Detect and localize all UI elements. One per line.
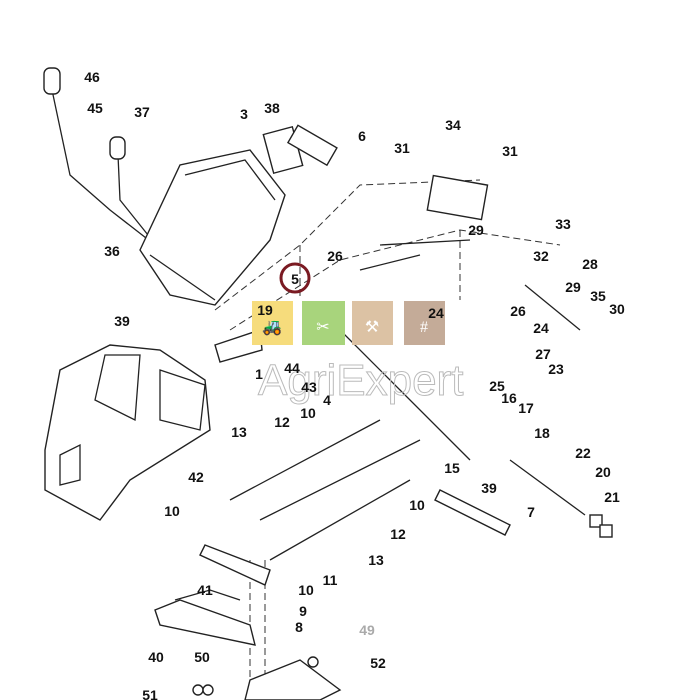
part-label[interactable]: 44 [284, 360, 300, 376]
part-label[interactable]: 13 [368, 552, 384, 568]
part-label[interactable]: 39 [481, 480, 497, 496]
part-label[interactable]: 38 [264, 100, 280, 116]
category-badges: 🚜 ✂ ⚒ # [252, 301, 445, 345]
part-label[interactable]: 11 [323, 572, 338, 588]
highlighted-part-5[interactable]: 5 [279, 262, 311, 294]
part-label[interactable]: 7 [527, 504, 535, 520]
part-label[interactable]: 41 [197, 582, 213, 598]
part-label[interactable]: 16 [501, 390, 517, 406]
tools-tan-icon: ⚒ [365, 319, 379, 336]
part-label[interactable]: 30 [609, 301, 625, 317]
part-label[interactable]: 26 [510, 303, 526, 319]
part-labels: 46 45 37 3 38 6 34 31 31 36 33 29 32 26 … [84, 69, 625, 700]
part-label[interactable]: 32 [533, 248, 549, 264]
linkage-arms [154, 544, 342, 700]
part-label[interactable]: 15 [444, 460, 460, 476]
part-label[interactable]: 25 [489, 378, 505, 394]
part-label[interactable]: 20 [595, 464, 611, 480]
part-label[interactable]: 18 [534, 425, 550, 441]
tractor-icon: 🚜 [262, 319, 282, 336]
part-label[interactable]: 22 [575, 445, 591, 461]
console-cover [44, 344, 211, 521]
part-label[interactable]: 42 [188, 469, 204, 485]
part-label[interactable]: 9 [299, 603, 307, 619]
part-label[interactable]: 43 [301, 379, 317, 395]
part-label[interactable]: 31 [394, 140, 410, 156]
watermark: AgriExpert [258, 356, 463, 405]
part-label[interactable]: 27 [535, 346, 551, 362]
part-label[interactable]: 10 [298, 582, 314, 598]
badge-fence[interactable]: # [404, 301, 445, 345]
part-label[interactable]: 4 [323, 392, 331, 408]
part-label[interactable]: 12 [274, 414, 290, 430]
part-label[interactable]: 35 [590, 288, 606, 304]
fence-icon: # [420, 319, 428, 336]
part-label[interactable]: 10 [300, 405, 316, 421]
gear-levers [43, 67, 161, 251]
part-label[interactable]: 3 [240, 106, 248, 122]
part-label[interactable]: 24 [428, 305, 444, 321]
part-label[interactable]: 6 [358, 128, 366, 144]
badge-tools-tan[interactable]: ⚒ [352, 301, 393, 345]
part-label[interactable]: 8 [295, 619, 303, 635]
part-label[interactable]: 29 [565, 279, 581, 295]
part-label[interactable]: 37 [134, 104, 150, 120]
part-label[interactable]: 36 [104, 243, 120, 259]
part-label[interactable]: 17 [518, 400, 534, 416]
part-label[interactable]: 33 [555, 216, 571, 232]
dashed-guides [214, 179, 561, 700]
part-label[interactable]: 12 [390, 526, 406, 542]
part-label[interactable]: 49 [359, 622, 375, 638]
part-label[interactable]: 21 [604, 489, 620, 505]
part-label[interactable]: 46 [84, 69, 100, 85]
part-label[interactable]: 51 [142, 687, 158, 700]
part-label[interactable]: 50 [194, 649, 210, 665]
part-label[interactable]: 26 [327, 248, 343, 264]
part-label[interactable]: 23 [548, 361, 564, 377]
part-label[interactable]: 39 [114, 313, 130, 329]
part-label[interactable]: 13 [231, 424, 247, 440]
part-label[interactable]: 34 [445, 117, 461, 133]
part-label[interactable]: 10 [164, 503, 180, 519]
part-label[interactable]: 10 [409, 497, 425, 513]
badge-tools[interactable]: ✂ [302, 301, 345, 345]
tools-icon: ✂ [316, 319, 329, 336]
part-label[interactable]: 40 [148, 649, 164, 665]
part-label[interactable]: 31 [502, 143, 518, 159]
part-label[interactable]: 45 [87, 100, 103, 116]
shafts [214, 124, 613, 561]
part-label[interactable]: 28 [582, 256, 598, 272]
part-label[interactable]: 19 [257, 302, 273, 318]
housing-3 [139, 149, 286, 306]
badge-tractor[interactable]: 🚜 [252, 301, 293, 345]
part-label[interactable]: 1 [255, 366, 263, 382]
part-label[interactable]: 52 [370, 655, 386, 671]
part-label[interactable]: 29 [468, 222, 484, 238]
part-label[interactable]: 24 [533, 320, 549, 336]
svg-text:5: 5 [291, 271, 299, 287]
